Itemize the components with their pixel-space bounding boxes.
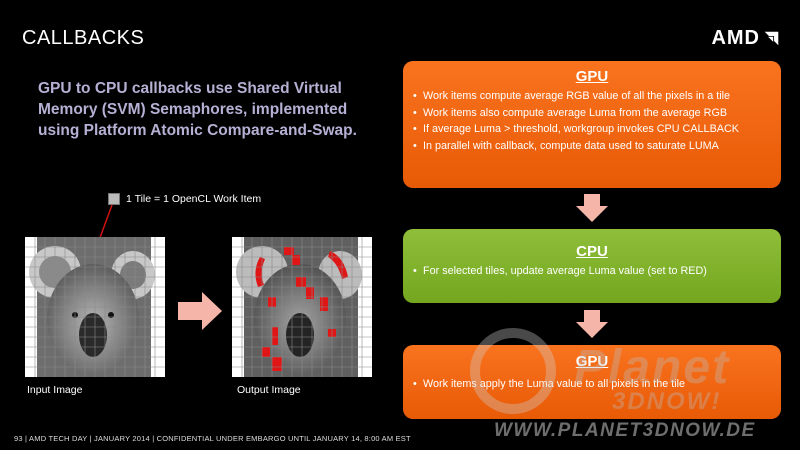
gpu-box-2-bullet: Work items apply the Luma value to all p…	[413, 376, 771, 393]
amd-arrow-icon	[764, 31, 779, 46]
gpu-box-1-bullet: In parallel with callback, compute data …	[413, 138, 771, 155]
output-image	[232, 237, 372, 377]
right-arrow-icon	[178, 292, 222, 330]
gpu-box-1-bullet: Work items compute average RGB value of …	[413, 88, 771, 105]
gpu-box-1: GPU Work items compute average RGB value…	[403, 61, 781, 188]
gpu-box-1-bullet: If average Luma > threshold, workgroup i…	[413, 121, 771, 138]
gpu-box-1-title: GPU	[575, 68, 609, 85]
down-arrow-icon	[576, 310, 608, 338]
cpu-box-title: CPU	[576, 243, 608, 260]
tile-legend-text: 1 Tile = 1 OpenCL Work Item	[126, 193, 262, 205]
gpu-box-1-bullet: Work items also compute average Luma fro…	[413, 105, 771, 122]
tile-thumbnail-icon	[108, 193, 120, 205]
lead-text: GPU to CPU callbacks use Shared Virtual …	[38, 80, 357, 139]
gpu-box-2: GPU Work items apply the Luma value to a…	[403, 345, 781, 419]
down-arrow-icon	[576, 194, 608, 222]
watermark-url: WWW.PLANET3DNOW.DE	[494, 420, 756, 441]
slide-footer: 93 | AMD TECH DAY | JANUARY 2014 | CONFI…	[14, 434, 411, 443]
slide-title: CALLBACKS	[22, 27, 145, 49]
amd-logo-text: AMD	[711, 27, 760, 49]
amd-logo: AMD	[711, 27, 780, 50]
input-image-caption: Input Image	[27, 384, 83, 396]
tile-legend: 1 Tile = 1 OpenCL Work Item	[108, 193, 261, 205]
input-image	[25, 237, 165, 377]
watermark-sub: 3DNOW!	[612, 388, 722, 415]
gpu-box-2-title: GPU	[575, 353, 609, 370]
cpu-box-bullet: For selected tiles, update average Luma …	[413, 263, 771, 280]
cpu-box: CPU For selected tiles, update average L…	[403, 229, 781, 303]
output-image-caption: Output Image	[237, 384, 301, 396]
watermark-brand: Planet	[574, 341, 731, 394]
